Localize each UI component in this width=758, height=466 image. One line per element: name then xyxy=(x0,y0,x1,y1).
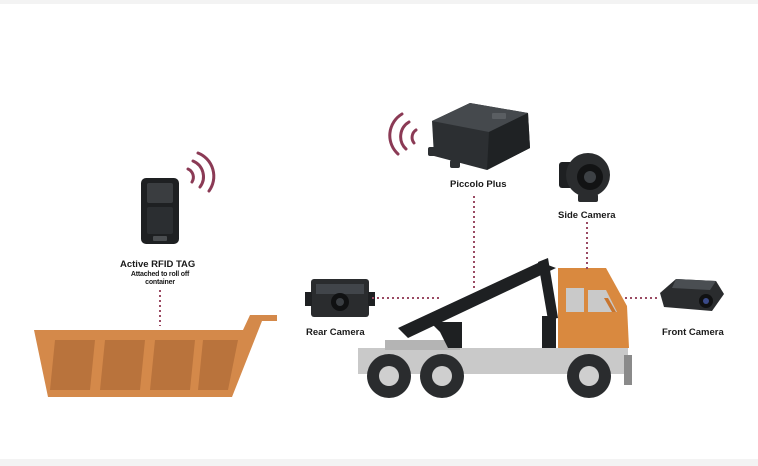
wheel xyxy=(367,354,411,398)
rfid-tag-subtitle-line2: container xyxy=(145,279,175,286)
roll-off-container xyxy=(34,315,277,397)
front-camera-label: Front Camera xyxy=(662,327,724,338)
connector-lines xyxy=(159,196,658,326)
rfid-tag-title: Active RFID TAG xyxy=(120,259,196,270)
truck xyxy=(358,258,632,398)
rear-camera-label: Rear Camera xyxy=(306,327,365,338)
wireless-signal-icon xyxy=(388,112,418,156)
front-camera-icon xyxy=(660,279,724,311)
rfid-tag-subtitle: Attached to roll off container xyxy=(118,271,202,287)
side-camera-icon xyxy=(559,153,610,202)
rfid-tag-icon xyxy=(141,178,179,244)
rfid-tag-subtitle-line1: Attached to roll off xyxy=(130,271,190,278)
side-camera-label: Side Camera xyxy=(558,210,616,221)
rear-camera-icon xyxy=(305,279,375,317)
wheel xyxy=(567,354,611,398)
piccolo-plus-label: Piccolo Plus xyxy=(450,179,507,190)
wheel xyxy=(420,354,464,398)
piccolo-plus-device-icon xyxy=(428,103,530,170)
wireless-signal-icon xyxy=(186,151,216,193)
